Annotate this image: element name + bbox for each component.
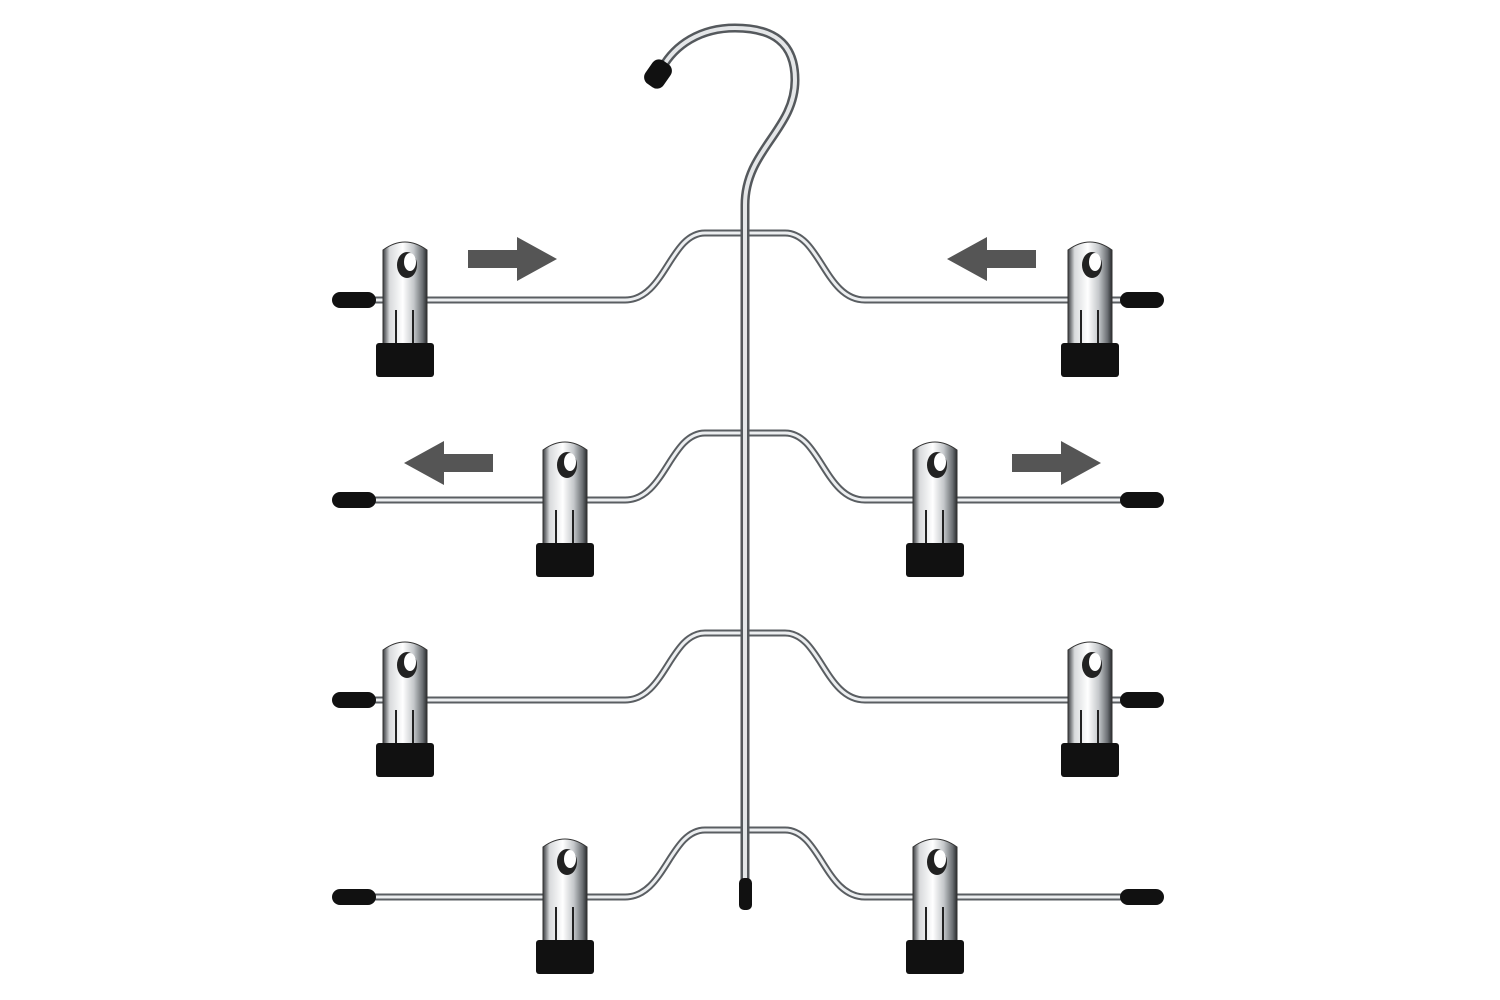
rod-end-cap [739,878,752,910]
clip-rubber-grip [536,543,594,577]
clip-rubber-grip [906,543,964,577]
clip[interactable] [1061,641,1119,777]
bar-end-cap [1120,492,1164,508]
bar-end-cap [332,692,376,708]
arrow-left-icon [404,441,493,485]
clip[interactable] [1061,241,1119,377]
bar-end-cap [1120,692,1164,708]
clip[interactable] [536,838,594,974]
clip[interactable] [376,641,434,777]
clip-rubber-grip [906,940,964,974]
clip-rubber-grip [1061,343,1119,377]
bar-end-cap [332,292,376,308]
hook [657,23,800,885]
center-rod [644,23,800,910]
hanger-tier [332,629,1164,777]
bar-end-cap [332,492,376,508]
clip[interactable] [536,441,594,577]
clip[interactable] [906,838,964,974]
clip-rubber-grip [1061,743,1119,777]
bar-end-cap [1120,889,1164,905]
clip-rubber-grip [536,940,594,974]
hanger-tier [332,229,1164,377]
bar-end-cap [1120,292,1164,308]
hook-end-cap [644,59,672,89]
arrow-right-icon [468,237,557,281]
clip-rubber-grip [376,743,434,777]
arrow-right-icon [1012,441,1101,485]
clip[interactable] [906,441,964,577]
bar-end-cap [332,889,376,905]
clip[interactable] [376,241,434,377]
clip-rubber-grip [376,343,434,377]
tier-bar [345,629,1155,704]
arrow-left-icon [947,237,1036,281]
